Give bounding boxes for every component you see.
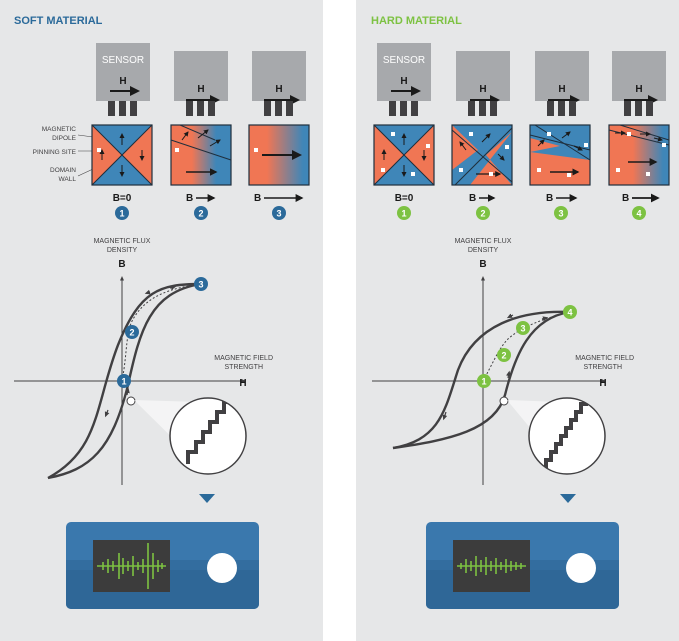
hard-y-axis-title-1: MAGNETIC FLUX bbox=[455, 238, 512, 245]
soft-loop-upper bbox=[47, 282, 202, 480]
label-domain-wall: DOMAIN bbox=[50, 167, 76, 174]
hard-y-axis-symbol: B bbox=[479, 259, 486, 270]
soft-marker-3: 3 bbox=[198, 280, 203, 290]
hard-x-axis-symbol: H bbox=[599, 378, 606, 389]
soft-down-arrow bbox=[199, 494, 215, 503]
soft-marker-1: 1 bbox=[121, 377, 126, 387]
hard-device bbox=[426, 522, 619, 609]
hard-b-label-4: B bbox=[622, 193, 629, 204]
hard-field-label-2: H bbox=[479, 84, 486, 95]
hard-marker-3: 3 bbox=[520, 324, 525, 334]
hard-state-labels: B=0 B B B 1 2 3 4 bbox=[395, 193, 660, 220]
hard-b-label-2: B bbox=[469, 193, 476, 204]
soft-sensor-3: H bbox=[252, 51, 306, 116]
soft-title: SOFT MATERIAL bbox=[14, 15, 103, 27]
hard-title: HARD MATERIAL bbox=[371, 15, 462, 27]
hard-field-label-3: H bbox=[558, 84, 565, 95]
soft-y-axis-title-2: DENSITY bbox=[107, 247, 138, 254]
hard-sensor-4: H bbox=[612, 51, 666, 116]
soft-sensor-label: SENSOR bbox=[102, 55, 144, 66]
hard-down-arrow bbox=[560, 494, 576, 503]
soft-device-knob bbox=[207, 553, 237, 583]
hard-marker-1: 1 bbox=[481, 377, 486, 387]
hard-x-axis-title-1: MAGNETIC FIELD bbox=[575, 355, 634, 362]
hard-sensor-1: SENSOR H bbox=[377, 43, 431, 116]
soft-marker-2: 2 bbox=[129, 328, 134, 338]
soft-sensor-1: SENSOR H bbox=[96, 43, 150, 116]
hard-domain-box-2 bbox=[451, 124, 513, 186]
hard-domain-box-4 bbox=[608, 124, 670, 186]
soft-sensor-2: H bbox=[174, 51, 228, 116]
soft-field-label-3: H bbox=[275, 84, 282, 95]
soft-x-axis-title-1: MAGNETIC FIELD bbox=[214, 355, 273, 362]
hard-domain-box-3 bbox=[529, 124, 591, 186]
hard-sensor-2: H bbox=[456, 51, 510, 116]
soft-state-labels: B=0 B B 1 2 3 bbox=[113, 193, 304, 220]
soft-b-label-2: B bbox=[186, 193, 193, 204]
soft-x-axis-title-2: STRENGTH bbox=[225, 364, 264, 371]
hard-signal-waveform bbox=[457, 556, 526, 576]
soft-b-label-1: B=0 bbox=[113, 193, 132, 204]
hard-initial-curve bbox=[482, 311, 571, 382]
soft-y-axis-title-1: MAGNETIC FLUX bbox=[94, 238, 151, 245]
soft-field-label-1: H bbox=[119, 76, 126, 87]
soft-signal-waveform bbox=[97, 543, 166, 589]
label-pinning-site: PINNING SITE bbox=[33, 149, 77, 156]
soft-domain-box-3 bbox=[248, 124, 310, 186]
soft-b-label-3: B bbox=[254, 193, 261, 204]
label-magnetic-dipole-2: DIPOLE bbox=[52, 135, 77, 142]
soft-step-3: 3 bbox=[276, 209, 281, 219]
hard-sensor-3: H bbox=[535, 51, 589, 116]
label-magnetic-dipole: MAGNETIC bbox=[42, 126, 77, 133]
soft-x-axis-symbol: H bbox=[239, 378, 246, 389]
hard-loop-lower bbox=[392, 310, 571, 450]
soft-domain-box-2 bbox=[170, 124, 232, 186]
soft-domain-box-1 bbox=[91, 124, 153, 186]
hard-b-label-3: B bbox=[546, 193, 553, 204]
hard-marker-4: 4 bbox=[567, 308, 572, 318]
label-domain-wall-2: WALL bbox=[59, 176, 77, 183]
hard-hysteresis-graph: MAGNETIC FLUX DENSITY B MAGNETIC FIELD S… bbox=[372, 238, 634, 485]
soft-step-2: 2 bbox=[198, 209, 203, 219]
soft-device bbox=[66, 522, 259, 609]
soft-step-1: 1 bbox=[119, 209, 124, 219]
soft-hysteresis-graph: MAGNETIC FLUX DENSITY B MAGNETIC FIELD S… bbox=[14, 238, 273, 485]
hard-b-label-1: B=0 bbox=[395, 193, 414, 204]
hard-x-axis-title-2: STRENGTH bbox=[584, 364, 623, 371]
hard-y-axis-title-2: DENSITY bbox=[468, 247, 499, 254]
hard-step-2: 2 bbox=[480, 209, 485, 219]
hard-field-label-1: H bbox=[400, 76, 407, 87]
hard-field-label-4: H bbox=[635, 84, 642, 95]
hard-step-4: 4 bbox=[636, 209, 641, 219]
hard-domain-box-1 bbox=[373, 124, 435, 186]
hard-device-knob bbox=[566, 553, 596, 583]
hard-step-1: 1 bbox=[401, 209, 406, 219]
soft-y-axis-symbol: B bbox=[118, 259, 125, 270]
hard-step-3: 3 bbox=[558, 209, 563, 219]
soft-field-label-2: H bbox=[197, 84, 204, 95]
hard-loop-upper bbox=[392, 310, 571, 450]
hard-marker-2: 2 bbox=[501, 351, 506, 361]
hard-sensor-label: SENSOR bbox=[383, 55, 425, 66]
